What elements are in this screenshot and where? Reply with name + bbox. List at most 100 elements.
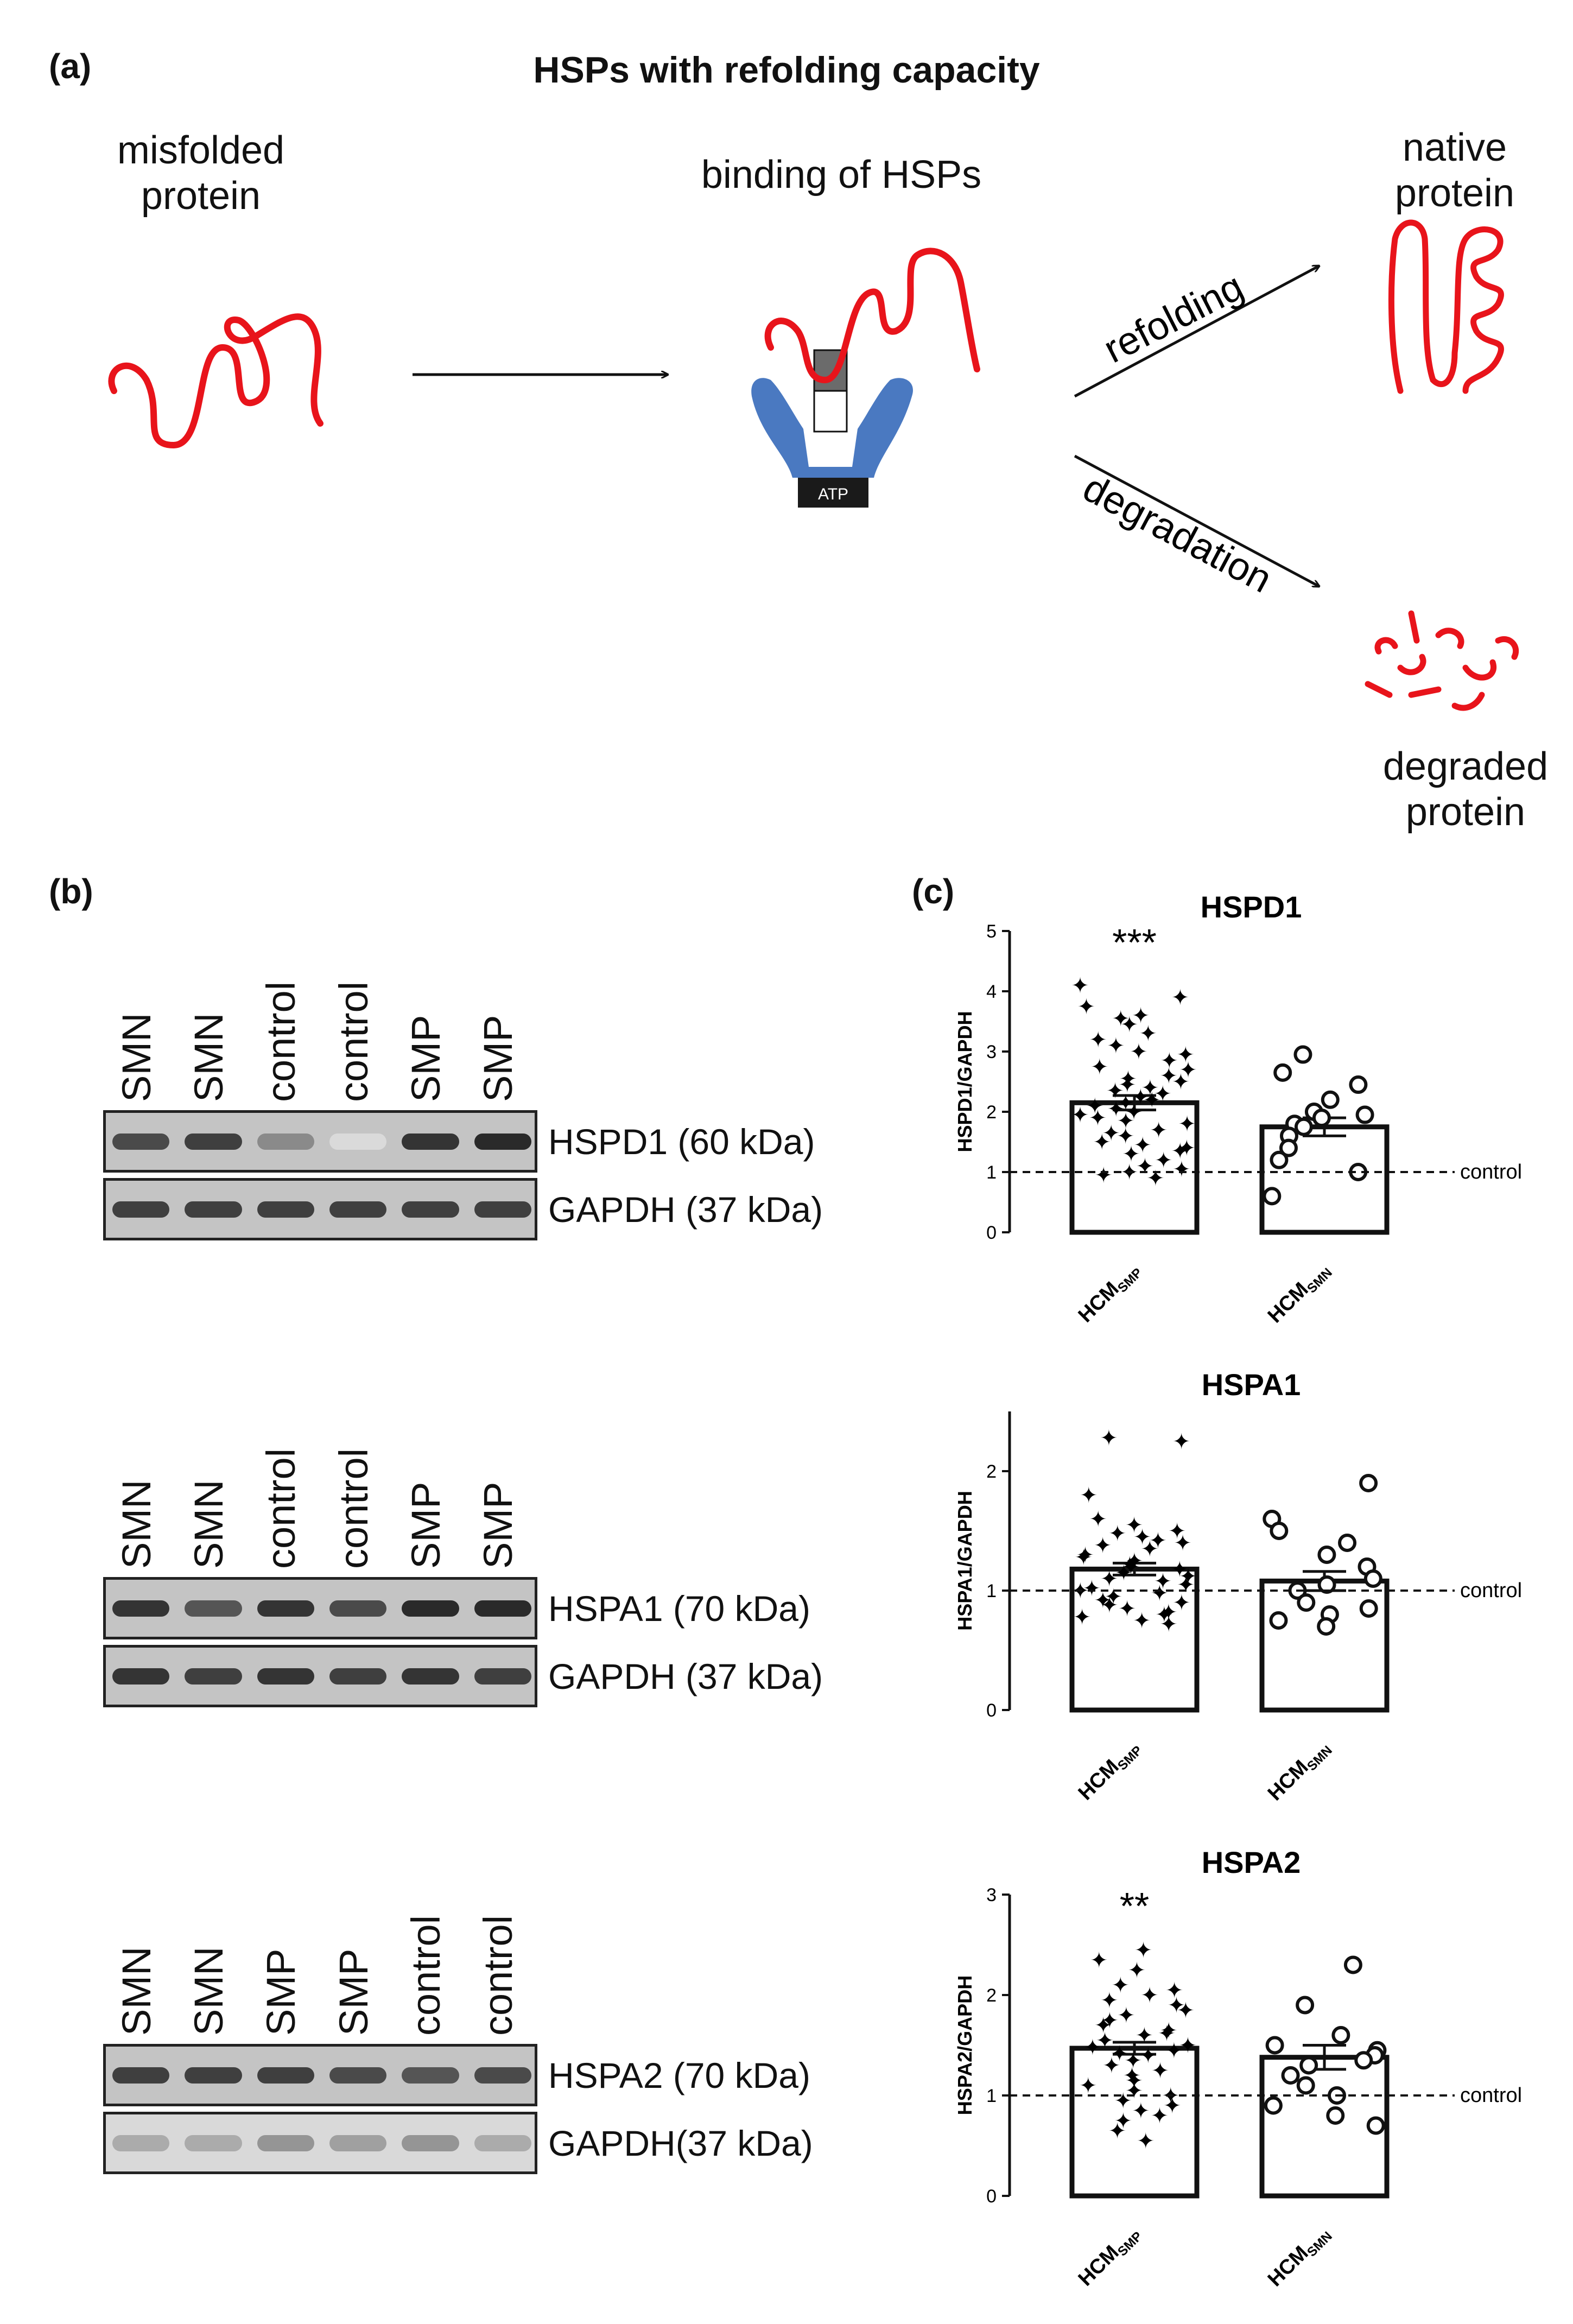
data-point: ✦ [1114, 2089, 1132, 2113]
data-point: ✦ [1107, 1097, 1125, 1121]
blot-band [112, 1668, 170, 1685]
data-point: ✦ [1155, 1603, 1174, 1627]
lane-label: control [403, 1915, 448, 2036]
data-point: ✦ [1096, 2029, 1114, 2053]
misfolded-label-line2: protein [141, 174, 261, 218]
blot-band [402, 1600, 459, 1617]
data-point: ✦ [1133, 1525, 1152, 1549]
y-tick-label: 1 [986, 2086, 997, 2106]
data-point: ✦ [1073, 1605, 1092, 1629]
bound-protein-ribbon [764, 248, 980, 384]
data-point [1338, 1534, 1357, 1552]
data-point [1312, 1109, 1331, 1128]
data-point: ✦ [1100, 1989, 1119, 2012]
data-point: ✦ [1135, 2024, 1153, 2048]
lane-label: SMP [403, 1015, 448, 1102]
data-point: ✦ [1089, 1106, 1107, 1130]
native-label-line1: native [1402, 126, 1507, 169]
atp-box [798, 478, 868, 508]
y-tick-label: 2 [986, 1461, 997, 1482]
lane-label: SMN [113, 1946, 159, 2036]
data-point: ✦ [1125, 1100, 1143, 1124]
loading-blot-label: GAPDH (37 kDa) [548, 1656, 823, 1696]
data-point: ✦ [1172, 1071, 1190, 1094]
data-point [1363, 1569, 1382, 1588]
blot-band [257, 1201, 314, 1218]
data-point: ✦ [1153, 1082, 1172, 1106]
data-point: ✦ [1071, 974, 1089, 998]
data-point: ✦ [1160, 1049, 1178, 1073]
y-axis-label: HSPD1/GAPDH [954, 1011, 976, 1152]
blot-band [185, 2067, 242, 2084]
blot-band [474, 1668, 531, 1685]
data-point: ✦ [1125, 2069, 1144, 2093]
data-point: ✦ [1121, 1553, 1139, 1577]
data-point: ✦ [1086, 1094, 1104, 1118]
data-point: ✦ [1130, 1040, 1148, 1064]
data-point [1296, 1996, 1315, 2015]
data-point: ✦ [1106, 1079, 1125, 1103]
blot-band [402, 2135, 459, 2151]
data-point: ✦ [1139, 2044, 1157, 2068]
data-point: ✦ [1104, 1585, 1122, 1609]
blot-band [185, 1133, 242, 1150]
blot-band [329, 1201, 387, 1218]
data-point: ✦ [1117, 1124, 1135, 1148]
native-protein-ribbon [1388, 219, 1504, 394]
data-point [1299, 2056, 1318, 2075]
data-point: ✦ [1143, 1088, 1161, 1112]
data-point [1294, 1117, 1313, 1136]
data-point: ✦ [1118, 1597, 1137, 1621]
blot-band [329, 1668, 387, 1685]
blot-band [185, 1668, 242, 1685]
reference-line-label: control [1460, 2084, 1522, 2107]
data-point: ✦ [1131, 1085, 1150, 1109]
lane-label: SMN [113, 1012, 159, 1102]
data-point [1270, 1522, 1289, 1540]
target-blot-label: HSPD1 (60 kDa) [548, 1122, 815, 1162]
degraded-label-line2: protein [1405, 790, 1526, 834]
data-point: ✦ [1165, 1979, 1184, 2003]
y-axis-label: HSPA2/GAPDH [954, 1975, 976, 2115]
data-point: ✦ [1100, 1567, 1119, 1591]
data-point: ✦ [1172, 1591, 1191, 1615]
y-tick-label: 2 [986, 1102, 997, 1123]
data-point: ✦ [1117, 1091, 1135, 1115]
blot-band [112, 1133, 170, 1150]
data-point [1264, 2096, 1283, 2115]
data-point: ✦ [1100, 1593, 1119, 1617]
blot-band [402, 1201, 459, 1218]
data-point: ✦ [1094, 1534, 1112, 1557]
y-tick-label: 0 [986, 1223, 997, 1243]
data-point: ✦ [1128, 1959, 1146, 1983]
data-point: ✦ [1120, 1013, 1139, 1037]
data-point [1354, 2051, 1373, 2070]
data-point: ✦ [1119, 1067, 1138, 1091]
loading-blot [103, 1645, 537, 1707]
blot-band [329, 1600, 387, 1617]
lane-label-holder: control [403, 1900, 448, 2036]
bar [1259, 1124, 1390, 1235]
lane-label: SMN [186, 1012, 231, 1102]
data-point: ✦ [1094, 1589, 1112, 1613]
data-point: ✦ [1163, 2094, 1182, 2118]
lane-label-holder: SMP [475, 966, 521, 1102]
panel-b-label: (b) [49, 872, 93, 911]
data-point: ✦ [1171, 986, 1190, 1010]
data-point: ✦ [1172, 1430, 1191, 1454]
y-tick-label: 4 [986, 981, 997, 1002]
data-point: ✦ [1125, 1514, 1144, 1537]
data-point: ✦ [1133, 1609, 1151, 1633]
data-point: ✦ [1108, 1522, 1127, 1546]
data-point: ✦ [1146, 1167, 1165, 1191]
data-point [1297, 1593, 1316, 1612]
target-blot [103, 2044, 537, 2106]
data-point: ✦ [1140, 1984, 1159, 2008]
misfolded-protein-label: misfolded protein [87, 128, 315, 219]
data-point: ✦ [1172, 1157, 1191, 1181]
data-point: ✦ [1093, 1131, 1111, 1155]
data-point [1331, 2026, 1350, 2044]
data-point [1270, 1150, 1289, 1169]
data-point: ✦ [1140, 1537, 1159, 1561]
data-point: ✦ [1177, 1573, 1195, 1597]
